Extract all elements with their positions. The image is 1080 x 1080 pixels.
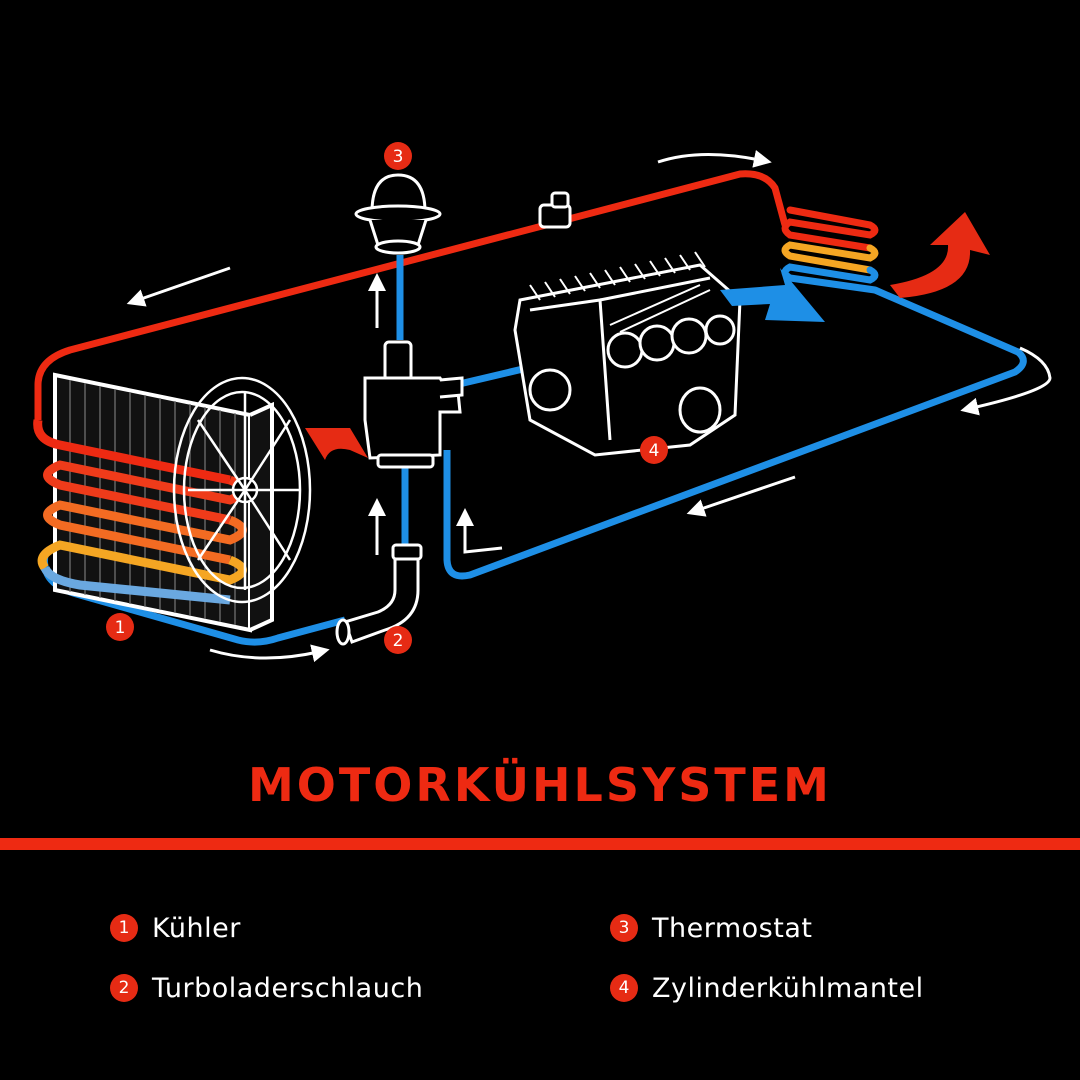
pipe-fitting xyxy=(538,191,572,229)
legend-number-badge: 1 xyxy=(110,914,138,942)
legend-label: Turboladerschlauch xyxy=(152,972,424,1004)
turbo-hose xyxy=(335,543,423,646)
legend-item: 3 Thermostat xyxy=(610,908,812,948)
svg-text:4: 4 xyxy=(649,441,660,461)
flow-arrow-icon xyxy=(686,475,796,517)
legend-label: Zylinderkühlmantel xyxy=(652,972,924,1004)
flow-arrow-icon xyxy=(657,149,772,168)
engine-block xyxy=(513,251,742,457)
cold-coolant-return-pipe xyxy=(443,286,1027,580)
water-pump xyxy=(363,340,464,469)
legend-number-badge: 2 xyxy=(110,974,138,1002)
legend-label: Thermostat xyxy=(652,912,813,944)
thermostat xyxy=(354,173,442,255)
legend-number-badge: 3 xyxy=(610,914,638,942)
title-divider xyxy=(0,838,1080,850)
fan xyxy=(172,376,312,604)
heater-core xyxy=(781,206,879,294)
marker-1: 1 xyxy=(106,613,134,641)
flow-arrow-icon xyxy=(456,508,503,554)
marker-2: 2 xyxy=(384,626,412,654)
legend-label: Kühler xyxy=(152,912,241,944)
flow-arrows xyxy=(126,149,1052,663)
marker-4: 4 xyxy=(640,436,668,464)
legend-item: 1 Kühler xyxy=(110,908,241,948)
flow-arrow-icon xyxy=(126,266,231,307)
hot-air-arrow-icon xyxy=(890,212,990,298)
hot-coolant-pipe xyxy=(34,170,789,420)
legend-number-badge: 4 xyxy=(610,974,638,1002)
cold-air-arrow-icon xyxy=(720,268,825,322)
svg-text:1: 1 xyxy=(115,618,126,638)
airflow-arrow-icon xyxy=(305,428,368,460)
flow-arrow-icon xyxy=(960,346,1052,416)
svg-text:2: 2 xyxy=(393,631,404,651)
legend: 1 Kühler 2 Turboladerschlauch 3 Thermost… xyxy=(0,900,1080,1020)
svg-text:3: 3 xyxy=(393,147,404,167)
marker-3: 3 xyxy=(384,142,412,170)
flow-arrow-icon xyxy=(209,644,330,663)
diagram-title: MOTORKÜHLSYSTEM xyxy=(248,758,832,812)
legend-item: 4 Zylinderkühlmantel xyxy=(610,968,924,1008)
cooling-system-diagram: 1 2 3 4 xyxy=(33,142,1052,663)
legend-item: 2 Turboladerschlauch xyxy=(110,968,423,1008)
